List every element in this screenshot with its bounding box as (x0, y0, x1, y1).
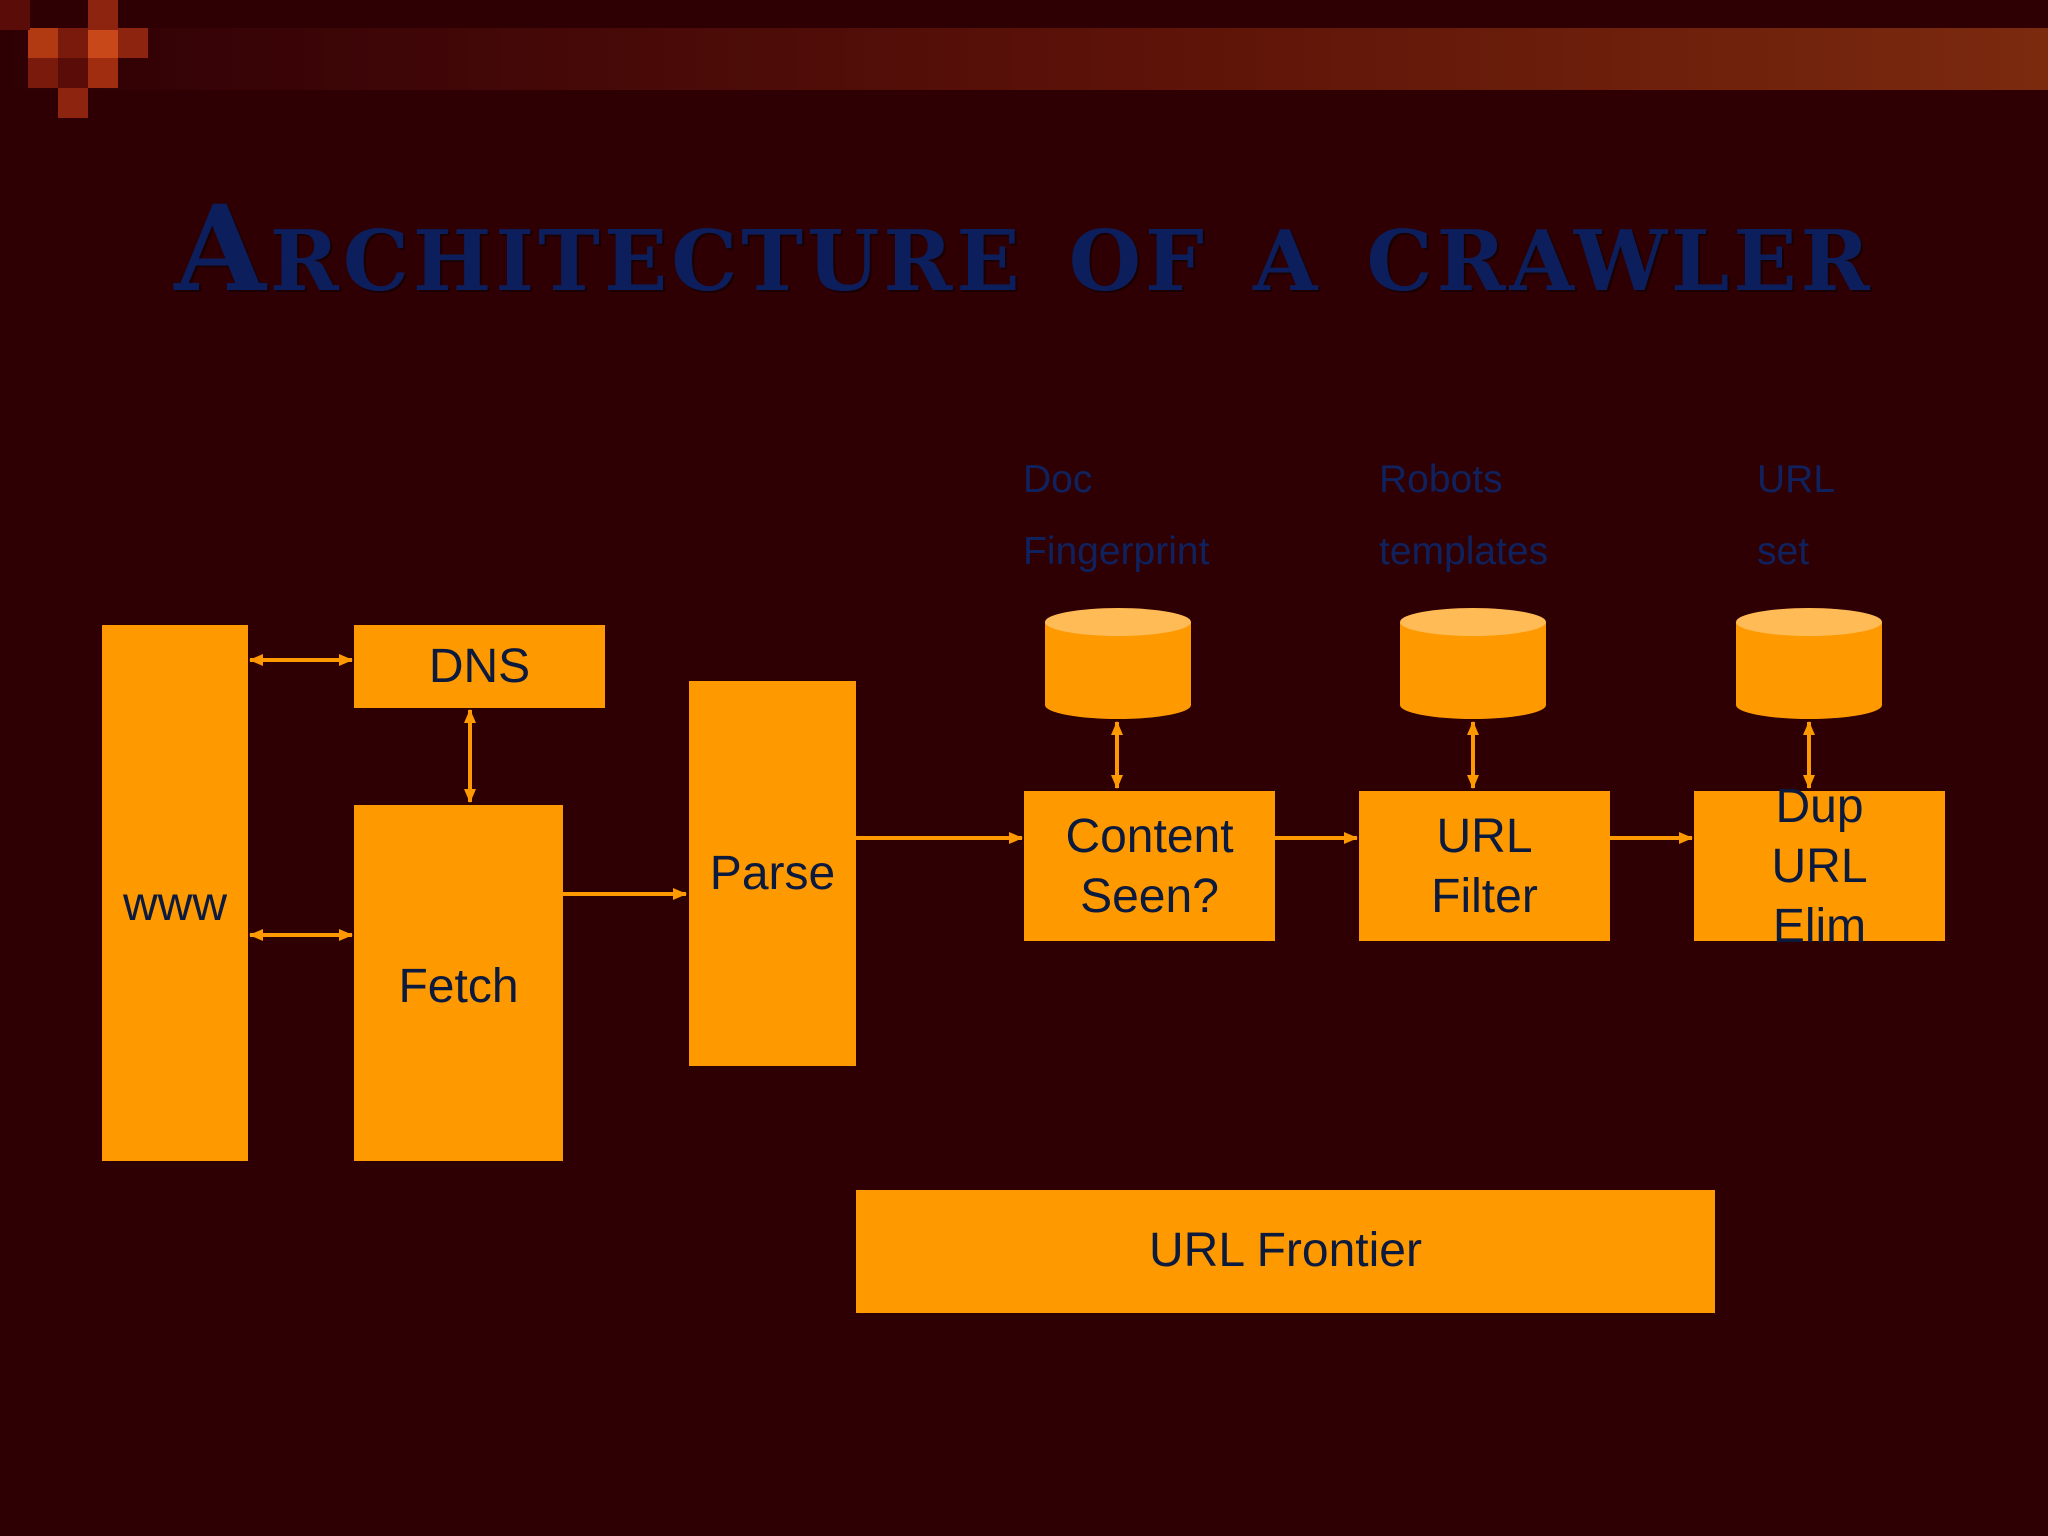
node-url-filter: URL Filter (1359, 791, 1610, 941)
node-www-label: www (123, 878, 227, 931)
node-content-seen-line2: Seen? (1080, 870, 1219, 923)
node-url-frontier: URL Frontier (856, 1190, 1715, 1313)
store-label-robots-templates-line1: Robots (1379, 458, 1503, 501)
node-content-seen-line1: Content (1065, 810, 1234, 863)
node-www: www (102, 625, 248, 1161)
corner-decoration (0, 0, 170, 130)
store-label-doc-fingerprint: Doc Fingerprint (1023, 444, 1209, 588)
database-icon-doc-fingerprint (1045, 608, 1191, 719)
store-label-url-set-line1: URL (1757, 458, 1836, 501)
store-label-robots-templates: Robots templates (1379, 444, 1548, 588)
node-dup-url-elim: Dup URL Elim (1694, 780, 1945, 953)
database-icon-robots-templates (1400, 608, 1546, 719)
node-url-frontier-label: URL Frontier (1149, 1224, 1422, 1277)
node-dup-url-elim-line1: Dup (1775, 780, 1864, 833)
header-gradient-bar (0, 28, 2048, 90)
node-dns: DNS (354, 625, 605, 708)
node-fetch: Fetch (354, 805, 563, 1161)
node-dns-label: DNS (428, 640, 531, 693)
node-dup-url-elim-line3: Elim (1772, 900, 1867, 953)
node-url-filter-line1: URL (1436, 810, 1533, 863)
database-icon-url-set (1736, 608, 1882, 719)
node-dup-url-elim-line2: URL (1771, 840, 1868, 893)
node-parse: Parse (689, 681, 856, 1066)
node-content-seen: Content Seen? (1024, 791, 1275, 941)
slide-title: Architecture of a crawler (174, 179, 1874, 318)
store-label-robots-templates-line2: templates (1379, 530, 1549, 573)
node-fetch-label: Fetch (398, 960, 519, 1013)
node-parse-label: Parse (709, 847, 836, 900)
node-url-filter-line2: Filter (1431, 870, 1538, 923)
store-label-doc-fingerprint-line1: Doc (1023, 458, 1093, 501)
store-label-url-set-line2: set (1757, 530, 1810, 573)
store-label-doc-fingerprint-line2: Fingerprint (1023, 530, 1210, 573)
store-label-url-set: URL set (1757, 444, 1835, 588)
